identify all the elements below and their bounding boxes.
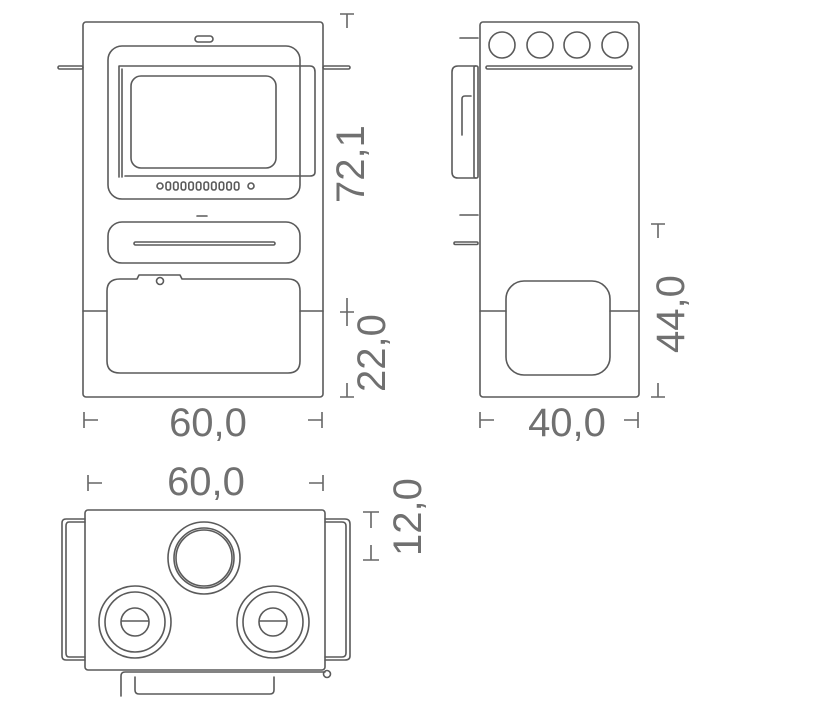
front-view: 72,1 22,0 60,0 (57, 13, 394, 445)
top-left-handle (61, 518, 86, 661)
vent-slot (218, 181, 225, 191)
base-tick-bottom (340, 383, 354, 398)
front-height-label: 72,1 (329, 125, 373, 203)
top-width-tick-right (309, 475, 324, 491)
side-height-tick-bottom (651, 383, 665, 398)
side-door-edge (473, 65, 479, 179)
top-view: 60,0 12,0 (61, 460, 430, 697)
flue-outer (167, 521, 241, 595)
top-body-outline (84, 509, 326, 671)
side-top-rail (485, 65, 633, 70)
top-width-tick-left (87, 475, 102, 491)
flue-core (175, 529, 233, 587)
side-door-handle (451, 65, 477, 179)
vent-slot (195, 181, 202, 191)
vent-circle (526, 31, 554, 59)
top-vent (194, 35, 214, 43)
top-right-handle (324, 518, 351, 661)
hotplate-right-outer (236, 585, 310, 659)
vent-end-circle (156, 182, 164, 190)
firebox-door (107, 45, 301, 200)
ash-box (106, 274, 301, 374)
side-height-label: 44,0 (649, 275, 693, 353)
vent-end-circle (247, 182, 255, 190)
vent-slot (165, 181, 172, 191)
side-view: 44,0 40,0 (451, 21, 693, 445)
vent-slot (180, 181, 187, 191)
right-rod (322, 65, 351, 70)
vent-slot (172, 181, 179, 191)
depth-tick-top (363, 511, 379, 528)
depth-tick-bottom (363, 545, 379, 561)
vent-slot (203, 181, 210, 191)
ash-box-knob (155, 276, 165, 286)
side-hook (461, 95, 472, 136)
side-body-outline (479, 21, 640, 398)
bottom-rod-end (322, 669, 332, 679)
bottom-rod (120, 671, 326, 697)
vent-slot (188, 181, 195, 191)
front-body-outline (82, 21, 324, 398)
top-right-handle-inner (324, 521, 347, 658)
bottom-handle (134, 676, 275, 695)
top-width-label: 60,0 (167, 460, 245, 504)
flue-inner (173, 527, 235, 589)
side-ash-box (505, 280, 611, 376)
width-tick-right (308, 412, 323, 428)
drawer (107, 221, 301, 264)
vent-circle (601, 31, 629, 59)
vent-circle (488, 31, 516, 59)
side-width-tick-left (479, 412, 494, 428)
width-tick-left (83, 412, 98, 428)
hotplate-left-inner (104, 591, 166, 653)
side-width-tick-right (624, 412, 639, 428)
left-rod (57, 65, 84, 70)
side-width-label: 40,0 (528, 401, 606, 445)
base-tick-top (340, 298, 354, 326)
vent-slot (210, 181, 217, 191)
hotplate-left-knob (120, 607, 150, 637)
front-width-label: 60,0 (169, 401, 247, 445)
side-rod (453, 241, 479, 246)
hotplate-left-outer (98, 585, 172, 659)
air-vent-slots (156, 181, 255, 191)
top-depth-label: 12,0 (386, 478, 430, 556)
top-left-handle-inner (65, 521, 86, 658)
hotplate-right-knob (258, 607, 288, 637)
front-base-label: 22,0 (350, 314, 394, 392)
door-glass (130, 75, 277, 169)
vent-circle (563, 31, 591, 59)
hotplate-right-inner (242, 591, 304, 653)
vent-slot (233, 181, 240, 191)
door-handle-frame (118, 65, 316, 178)
height-tick-top (340, 13, 354, 28)
vent-slot (226, 181, 233, 191)
side-height-tick-top (651, 223, 665, 238)
drawer-slot (133, 241, 276, 246)
